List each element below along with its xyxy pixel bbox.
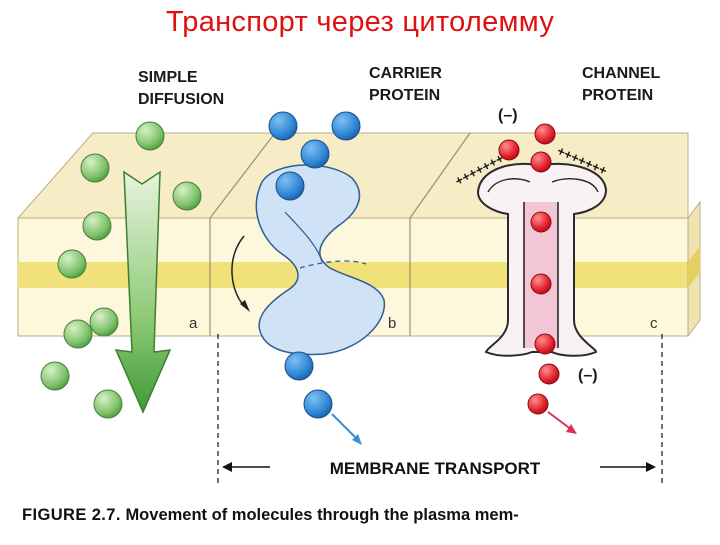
red-molecule	[530, 211, 552, 233]
red-molecule	[530, 151, 552, 173]
red-molecules	[498, 123, 560, 415]
green-molecule	[57, 249, 87, 279]
green-molecule	[82, 211, 112, 241]
panel-c-heading-line2: PROTEIN	[582, 87, 653, 104]
panel-a-letter: a	[189, 315, 198, 332]
panel-b-letter: b	[388, 315, 396, 332]
membrane-transport-bracket: MEMBRANE TRANSPORT	[217, 334, 663, 484]
green-molecule	[93, 389, 123, 419]
rotation-arrow	[231, 235, 245, 307]
carrier-protein	[255, 164, 386, 356]
green-molecules	[40, 121, 202, 419]
blue-molecule	[331, 111, 361, 141]
red-molecule	[534, 123, 556, 145]
blue-molecule	[275, 171, 305, 201]
blue-molecule	[303, 389, 333, 419]
figure-caption: FIGURE 2.7. Movement of molecules throug…	[22, 506, 519, 525]
red-molecule	[534, 333, 556, 355]
red-molecule	[527, 393, 549, 415]
blue-molecule	[268, 111, 298, 141]
green-molecule	[63, 319, 93, 349]
charge-label-top: (–)	[498, 107, 518, 124]
green-molecule	[89, 307, 119, 337]
panel-b: CARRIER PROTEIN b	[231, 65, 442, 445]
green-molecule	[135, 121, 165, 151]
panel-c-heading-line1: CHANNEL	[582, 65, 660, 82]
green-molecule	[172, 181, 202, 211]
blue-exit-arrow	[331, 413, 359, 441]
slide-title: Транспорт через цитолемму	[165, 6, 555, 38]
red-exit-arrow	[547, 411, 573, 431]
green-molecule	[80, 153, 110, 183]
panel-a: SIMPLE DIFFUSION a	[40, 69, 224, 419]
membrane-transport-label: MEMBRANE TRANSPORT	[330, 459, 541, 478]
figure-caption-text: Movement of molecules through the plasma…	[125, 506, 519, 524]
panel-b-heading-line2: PROTEIN	[369, 87, 440, 104]
blue-molecule	[284, 351, 314, 381]
blue-molecule	[300, 139, 330, 169]
panel-b-heading-line1: CARRIER	[369, 65, 442, 82]
panel-c-letter: c	[650, 315, 658, 332]
blue-molecules	[268, 111, 361, 419]
figure-number: FIGURE 2.7.	[22, 506, 121, 524]
diffusion-arrow	[114, 170, 172, 414]
red-molecule	[538, 363, 560, 385]
green-molecule	[40, 361, 70, 391]
charge-label-bottom: (–)	[578, 367, 598, 384]
panel-a-heading-line1: SIMPLE	[138, 69, 198, 86]
red-molecule	[530, 273, 552, 295]
panel-a-heading-line2: DIFFUSION	[138, 91, 224, 108]
red-molecule	[498, 139, 520, 161]
